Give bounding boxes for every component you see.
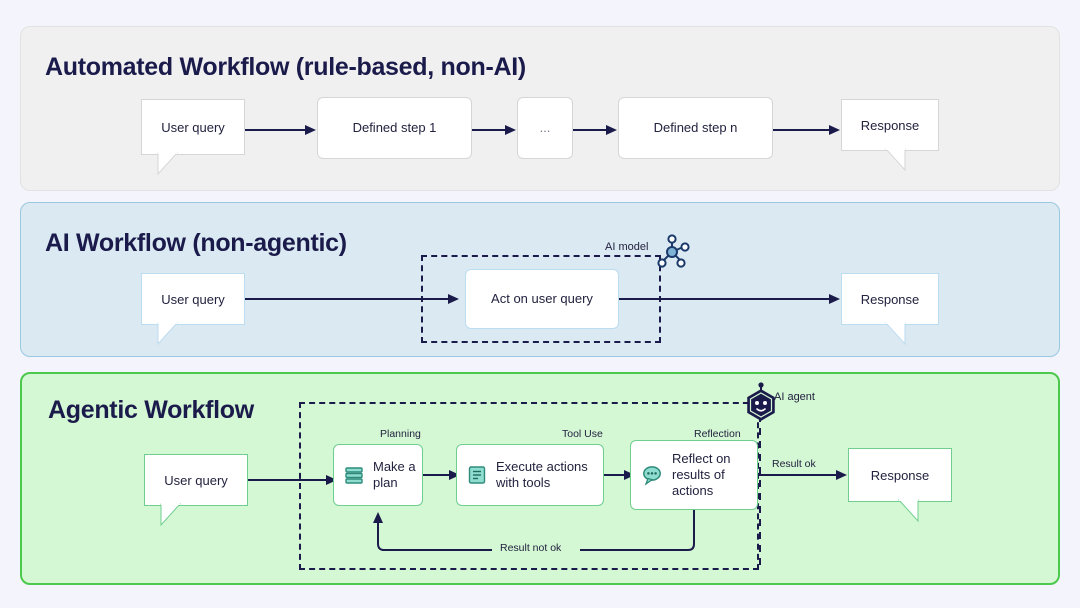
defined-step-n-box: Defined step n	[618, 97, 773, 159]
document-lines-icon	[468, 466, 486, 484]
response-bubble: Response	[841, 99, 939, 172]
defined-step-1-label: Defined step 1	[352, 119, 437, 135]
user-query-label: User query	[164, 472, 228, 488]
execute-actions-box: Execute actions with tools	[456, 444, 604, 506]
make-a-plan-box: Make a plan	[333, 444, 423, 506]
ellipsis-label: ...	[539, 119, 551, 135]
user-query-label: User query	[161, 291, 225, 307]
bubble-tail	[897, 499, 919, 523]
response-bubble: Response	[848, 448, 952, 523]
bubble-tail	[160, 503, 182, 527]
network-node-icon	[657, 234, 690, 268]
response-label: Response	[870, 467, 930, 483]
defined-step-n-label: Defined step n	[653, 119, 738, 135]
panel-automated-workflow: Automated Workflow (rule-based, non-AI) …	[20, 26, 1060, 191]
arrow-stepn-to-response	[773, 125, 840, 135]
ai-model-label: AI model	[605, 241, 649, 253]
ai-agent-boundary	[299, 402, 759, 570]
defined-step-1-box: Defined step 1	[317, 97, 472, 159]
stacked-layers-icon	[345, 467, 363, 484]
act-on-user-query-box: Act on user query	[465, 269, 619, 329]
user-query-bubble: User query	[144, 454, 248, 527]
robot-hexagon-icon	[747, 382, 775, 421]
ellipsis-box: ...	[517, 97, 573, 159]
bubble-tail	[157, 152, 179, 176]
caption-tool-use: Tool Use	[562, 428, 603, 440]
arrow-step1-to-ellipsis	[472, 125, 516, 135]
arrow-query-to-step1	[245, 125, 316, 135]
label-result-ok: Result ok	[772, 458, 816, 470]
ai-agent-label: AI agent	[774, 391, 815, 403]
user-query-bubble: User query	[141, 99, 245, 176]
execute-actions-label: Execute actions with tools	[496, 458, 588, 490]
arrow-reflect-to-response	[758, 470, 847, 480]
bubble-tail	[157, 322, 179, 346]
user-query-bubble: User query	[141, 273, 245, 346]
act-on-user-query-label: Act on user query	[491, 290, 593, 306]
response-label: Response	[860, 291, 920, 307]
bubble-tail	[884, 148, 906, 172]
make-a-plan-label: Make a plan	[373, 458, 416, 490]
user-query-label: User query	[161, 119, 225, 135]
panel-title-automated: Automated Workflow (rule-based, non-AI)	[45, 53, 526, 81]
panel-agentic-workflow: Agentic Workflow User query Planning Mak…	[20, 372, 1060, 585]
reflect-box: Reflect on results of actions	[630, 440, 758, 510]
panel-title-ai-workflow: AI Workflow (non-agentic)	[45, 229, 347, 257]
caption-reflection: Reflection	[694, 428, 741, 440]
response-bubble: Response	[841, 273, 939, 346]
arrow-ellipsis-to-stepn	[573, 125, 617, 135]
response-label: Response	[860, 117, 920, 133]
bubble-tail	[884, 322, 906, 346]
panel-title-agentic: Agentic Workflow	[48, 396, 254, 424]
reflect-label: Reflect on results of actions	[672, 450, 731, 499]
caption-planning: Planning	[380, 428, 421, 440]
label-result-not-ok: Result not ok	[500, 542, 562, 554]
chat-dots-icon	[643, 466, 661, 486]
panel-ai-workflow: AI Workflow (non-agentic) User query Act…	[20, 202, 1060, 357]
